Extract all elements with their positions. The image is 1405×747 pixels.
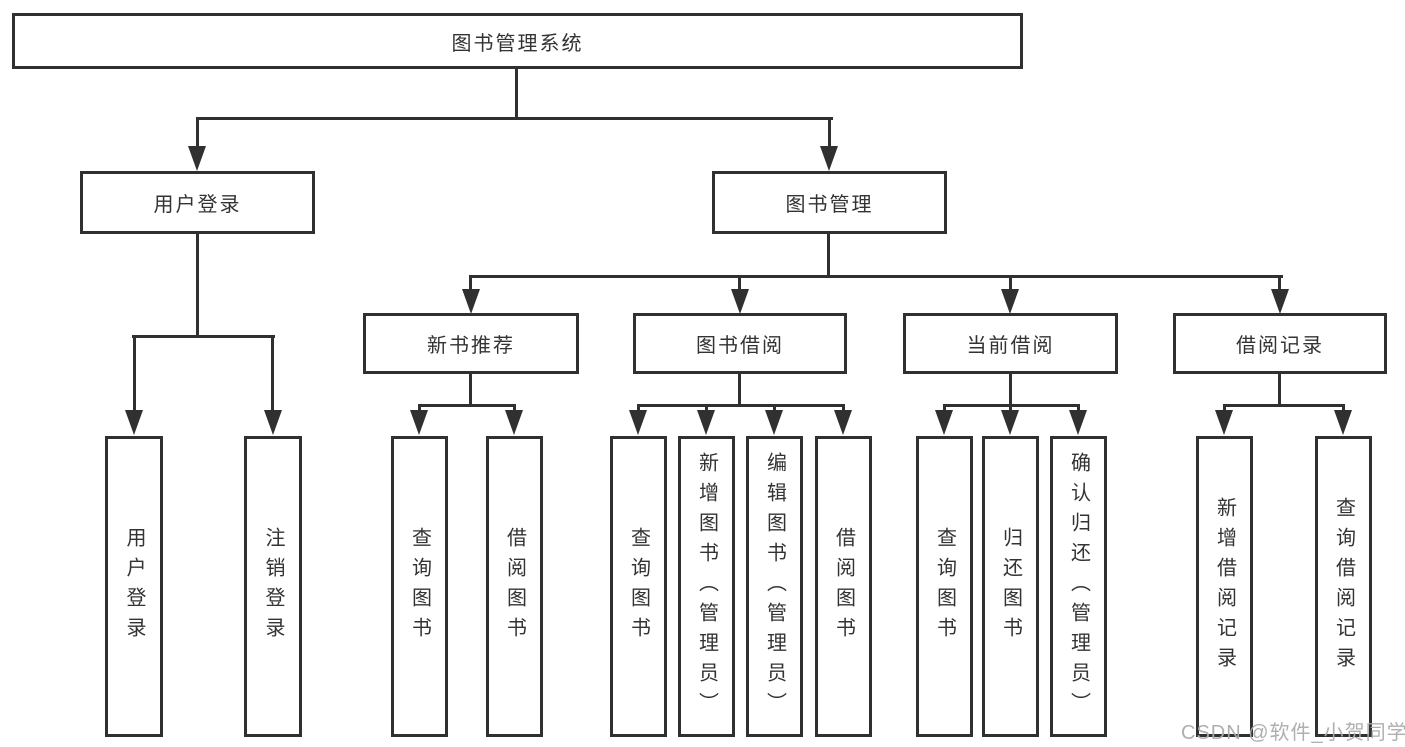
arrowhead-down-icon <box>1215 410 1233 435</box>
arrowhead-down-icon <box>505 410 523 435</box>
arrowhead-down-icon <box>935 410 953 435</box>
node-label: 图书借阅 <box>696 335 784 357</box>
connector-line <box>1342 404 1345 414</box>
arrowhead-down-icon <box>188 146 206 171</box>
node-current-borrow: 当前借阅 <box>903 313 1118 374</box>
connector-line <box>827 234 830 278</box>
node-user-login: 用户登录 <box>80 171 315 234</box>
node-label: 图书管理 <box>785 194 874 216</box>
node-label: 查询图书 <box>408 526 431 647</box>
connector-line <box>196 117 199 151</box>
node-label: 借阅图书 <box>503 526 526 647</box>
arrowhead-down-icon <box>834 410 852 435</box>
connector-line <box>513 404 516 414</box>
connector-line <box>637 404 640 414</box>
node-label: 编辑图书（管理员） <box>763 451 786 722</box>
arrowhead-down-icon <box>820 146 838 171</box>
connector-line <box>1009 404 1012 414</box>
leaf-return-book: 归还图书 <box>982 436 1039 737</box>
node-book-borrow: 图书借阅 <box>633 313 847 374</box>
connector-line <box>1278 374 1281 407</box>
connector-line <box>1009 374 1012 407</box>
leaf-edit-book-admin: 编辑图书（管理员） <box>746 436 803 737</box>
node-label: 查询图书 <box>627 526 650 647</box>
leaf-borrow-books: 借阅图书 <box>815 436 872 737</box>
connector-line <box>1077 404 1080 414</box>
leaf-logout: 注销登录 <box>244 436 302 737</box>
leaf-query-books-current: 查询图书 <box>916 436 973 737</box>
connector-line <box>773 404 776 414</box>
connector-line <box>1009 275 1012 293</box>
connector-line <box>418 404 421 414</box>
arrowhead-down-icon <box>765 410 783 435</box>
connector-line <box>1223 404 1226 414</box>
connector-line <box>133 335 136 412</box>
node-library-system: 图书管理系统 <box>12 13 1023 69</box>
connector-line <box>943 404 946 414</box>
arrowhead-down-icon <box>731 289 749 314</box>
node-label: 借阅图书 <box>832 526 855 647</box>
arrowhead-down-icon <box>629 410 647 435</box>
connector-line <box>842 404 845 414</box>
connector-line <box>637 404 845 407</box>
node-label: 归还图书 <box>999 526 1022 647</box>
node-label: 确认归还（管理员） <box>1067 451 1090 722</box>
leaf-confirm-return-admin: 确认归还（管理员） <box>1050 436 1107 737</box>
leaf-user-login: 用户登录 <box>105 436 163 737</box>
watermark: CSDN @软件_小贺同学 <box>1181 722 1405 744</box>
connector-line <box>196 117 833 120</box>
node-new-book-recommend: 新书推荐 <box>363 313 579 374</box>
arrowhead-down-icon <box>1271 289 1289 314</box>
leaf-query-books-recommend: 查询图书 <box>391 436 448 737</box>
node-borrow-records: 借阅记录 <box>1173 313 1387 374</box>
node-label: 借阅记录 <box>1236 335 1324 357</box>
arrowhead-down-icon <box>1069 410 1087 435</box>
connector-line <box>469 275 472 293</box>
leaf-add-book-admin: 新增图书（管理员） <box>678 436 735 737</box>
connector-line <box>738 374 741 407</box>
arrowhead-down-icon <box>697 410 715 435</box>
leaf-add-borrow-record: 新增借阅记录 <box>1196 436 1253 737</box>
node-label: 新增借阅记录 <box>1213 496 1236 677</box>
node-label: 图书管理系统 <box>451 32 584 55</box>
node-book-management: 图书管理 <box>712 171 947 234</box>
leaf-borrow-books-recommend: 借阅图书 <box>486 436 543 737</box>
arrowhead-down-icon <box>1334 410 1352 435</box>
connector-line <box>1224 404 1345 407</box>
arrowhead-down-icon <box>1001 289 1019 314</box>
arrowhead-down-icon <box>410 410 428 435</box>
connector-line <box>196 234 199 337</box>
connector-line <box>515 69 518 119</box>
arrowhead-down-icon <box>125 410 143 435</box>
connector-line <box>738 275 741 293</box>
leaf-query-books-borrow: 查询图书 <box>610 436 667 737</box>
connector-line <box>418 404 516 407</box>
node-label: 用户登录 <box>123 526 145 647</box>
arrowhead-down-icon <box>264 410 282 435</box>
connector-line <box>469 275 1283 278</box>
node-label: 当前借阅 <box>966 335 1055 357</box>
node-label: 查询图书 <box>933 526 956 647</box>
arrowhead-down-icon <box>1001 410 1019 435</box>
arrowhead-down-icon <box>462 289 480 314</box>
node-label: 新增图书（管理员） <box>695 451 718 722</box>
leaf-query-borrow-record: 查询借阅记录 <box>1315 436 1372 737</box>
connector-line <box>132 335 275 338</box>
node-label: 查询借阅记录 <box>1332 496 1355 677</box>
connector-line <box>271 335 274 412</box>
connector-line <box>1278 275 1281 293</box>
node-label: 注销登录 <box>262 526 284 647</box>
connector-line <box>828 117 831 151</box>
connector-line <box>705 404 708 414</box>
node-label: 用户登录 <box>153 194 242 216</box>
node-label: 新书推荐 <box>427 335 515 357</box>
connector-line <box>469 374 472 407</box>
